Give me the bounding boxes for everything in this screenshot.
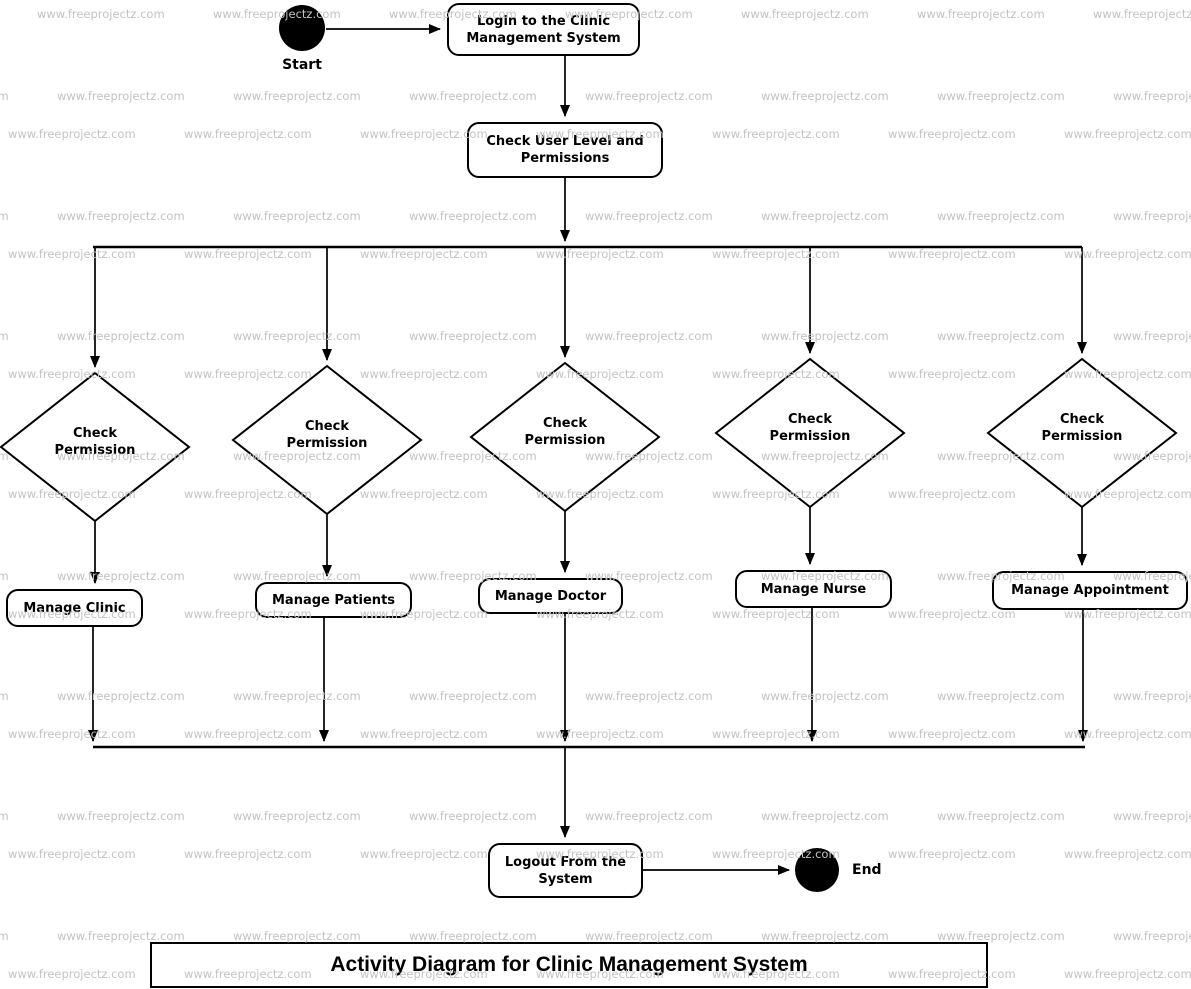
diagram-title: Activity Diagram for Clinic Management S… bbox=[150, 942, 988, 988]
end-node bbox=[795, 848, 839, 892]
start-label: Start bbox=[282, 57, 322, 73]
decision-label-1: Check Permission bbox=[54, 426, 136, 458]
end-label: End bbox=[852, 862, 882, 878]
activity-login: Login to the Clinic Management System bbox=[447, 3, 640, 56]
activity-check-user-level: Check User Level and Permissions bbox=[467, 122, 663, 178]
decision-label-4: Check Permission bbox=[769, 412, 851, 444]
activity-manage-clinic: Manage Clinic bbox=[6, 589, 143, 627]
start-node bbox=[279, 5, 325, 51]
decision-label-2: Check Permission bbox=[286, 419, 368, 451]
decision-label-5: Check Permission bbox=[1041, 412, 1123, 444]
flow-arrows bbox=[88, 24, 1088, 875]
decision-label-3: Check Permission bbox=[524, 416, 606, 448]
activity-manage-appointment: Manage Appointment bbox=[992, 571, 1188, 610]
activity-manage-doctor: Manage Doctor bbox=[478, 578, 623, 614]
activity-manage-nurse: Manage Nurse bbox=[735, 570, 892, 608]
activity-manage-patients: Manage Patients bbox=[255, 582, 412, 618]
activity-logout: Logout From the System bbox=[488, 843, 643, 898]
